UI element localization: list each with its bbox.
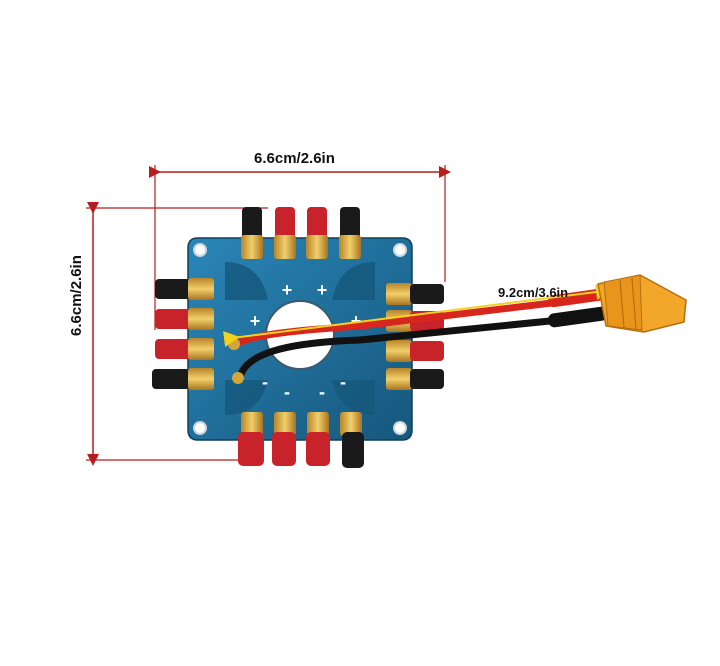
cable-length-label: 9.2cm/3.6in: [498, 285, 569, 300]
plus-mark: +: [317, 280, 328, 300]
minus-mark: -: [319, 382, 325, 402]
plus-mark: +: [250, 311, 261, 331]
top-connectors: [241, 207, 361, 259]
dimension-lines: [86, 165, 451, 466]
height-dimension-label: 6.6cm/2.6in: [68, 255, 85, 336]
bottom-connectors: [238, 412, 364, 468]
minus-mark: -: [284, 382, 290, 402]
plus-mark: +: [282, 280, 293, 300]
minus-mark: -: [340, 372, 346, 392]
left-connectors: [152, 278, 214, 390]
minus-mark: -: [262, 372, 268, 392]
xt60-connector: [597, 274, 687, 333]
width-dimension-label: 6.6cm/2.6in: [254, 150, 335, 167]
cable-length-arrow: [223, 284, 612, 347]
